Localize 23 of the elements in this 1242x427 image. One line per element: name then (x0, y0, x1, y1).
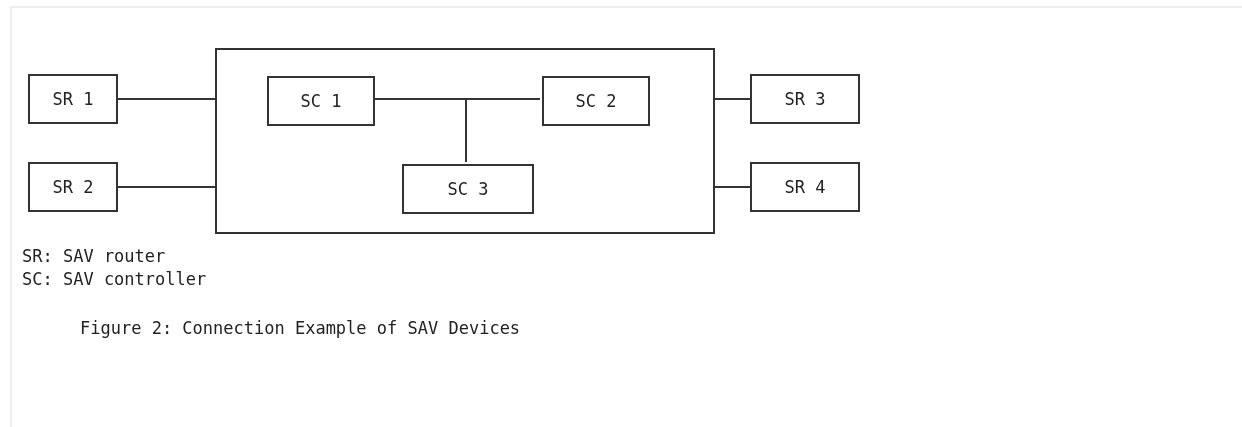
figure-caption: Figure 2: Connection Example of SAV Devices (80, 318, 521, 338)
container-box (215, 48, 715, 234)
device-label: SR 4 (784, 177, 826, 197)
device-box (542, 76, 650, 126)
device-box (267, 76, 375, 126)
device-box (750, 162, 860, 212)
device-box (750, 74, 860, 124)
legend-note: SR: SAV router (22, 246, 166, 266)
device-box (28, 74, 118, 124)
device-box (402, 164, 534, 214)
connector-line (714, 186, 751, 188)
device-label: SR 1 (52, 89, 94, 109)
device-label: SC 2 (575, 91, 617, 111)
connector-line (117, 98, 216, 100)
legend-note: SC: SAV controller (22, 269, 207, 289)
device-label: SC 1 (300, 91, 342, 111)
connector-line (714, 98, 751, 100)
device-label: SR 2 (52, 177, 94, 197)
device-box (28, 162, 118, 212)
connector-line (465, 98, 541, 163)
connector-line (117, 186, 216, 188)
device-label: SC 3 (447, 179, 489, 199)
device-label: SR 3 (784, 89, 826, 109)
